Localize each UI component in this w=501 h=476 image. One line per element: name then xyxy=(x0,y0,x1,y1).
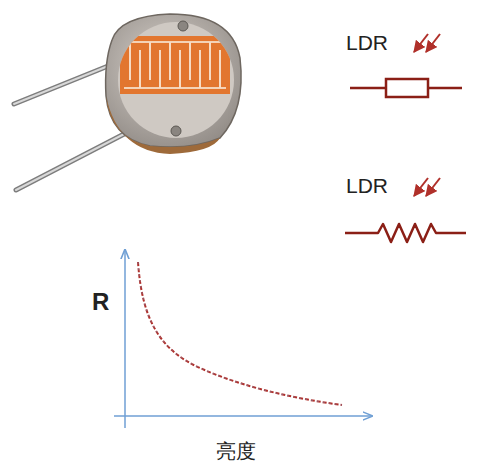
axis-label: 亮度 xyxy=(216,440,256,462)
resistance-curve xyxy=(138,262,342,405)
resistor-zigzag-symbol xyxy=(345,224,466,242)
ldr-photo xyxy=(106,14,245,154)
axis-label: R xyxy=(92,289,109,315)
light-arrows xyxy=(414,34,440,52)
component-label: LDR xyxy=(346,174,388,197)
graph-axes xyxy=(114,250,372,428)
component-label: LDR xyxy=(346,31,388,54)
light-arrows xyxy=(414,178,440,196)
resistor-symbol xyxy=(350,79,462,97)
